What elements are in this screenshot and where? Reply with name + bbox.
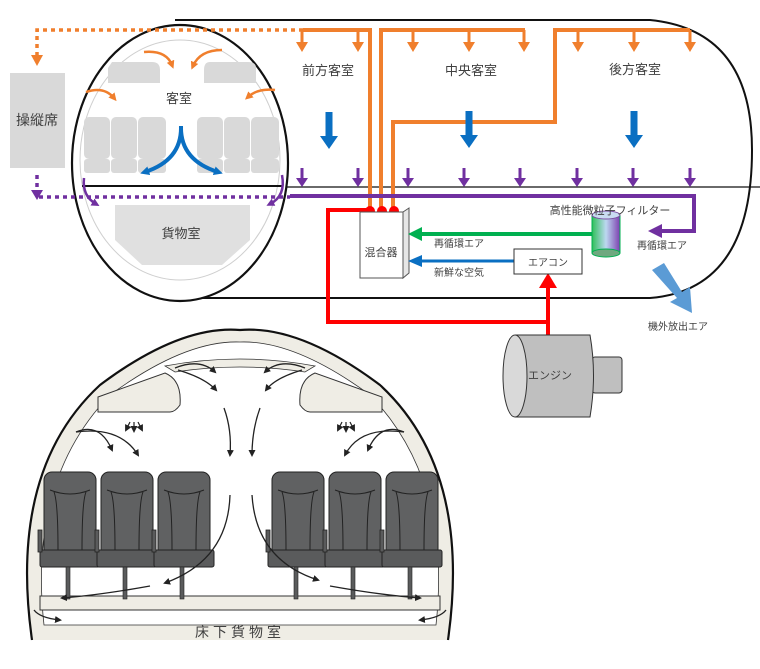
cockpit-label: 操縦席 [16, 113, 58, 129]
engine-label: エンジン [528, 369, 572, 382]
seats-left [84, 117, 166, 173]
fresh-air-label: 新鮮な空気 [434, 266, 484, 279]
purple-recirc-duct [290, 194, 696, 233]
cabin-label: 客室 [166, 91, 192, 107]
cabin-purple-flow-arrows [82, 174, 284, 206]
underfloor-cargo-label: 床下貨物室 [195, 624, 285, 641]
bottom-overhead-bin-left [97, 372, 181, 413]
floor-return-arrows [294, 166, 698, 189]
cargo-label: 貨物室 [161, 226, 200, 242]
recirc-air-label-left: 再循環エア [434, 237, 484, 250]
recirc-air-label-right: 再循環エア [637, 239, 687, 252]
mixer-box [359, 207, 410, 280]
overhead-bin-left [108, 62, 160, 83]
exhaust-arrow-icon [652, 263, 692, 313]
rear-cabin-label: 後方客室 [609, 62, 661, 78]
forward-cabin-label: 前方客室 [302, 63, 354, 79]
forward-cabin-supply-arrows [294, 28, 366, 54]
mixer-label: 混合器 [365, 245, 398, 259]
rear-cabin-supply-arrows [570, 28, 698, 54]
orange-dotted-supply-to-cockpit [35, 28, 303, 55]
cockpit-box [10, 73, 65, 168]
aircon-box [513, 248, 583, 275]
cabin-blue-flow-arrows [140, 125, 223, 176]
cargo-hold-shape [115, 205, 250, 265]
hepa-filter-icon [591, 210, 621, 258]
center-cabin-label: 中央客室 [445, 63, 497, 79]
engine-icon [502, 334, 623, 418]
hepa-filter-label: 高性能微粒子フィルター [550, 203, 671, 217]
center-cabin-supply-arrows [405, 28, 532, 54]
cabin-airflow-arrows [33, 363, 447, 623]
seats-right [197, 117, 279, 173]
exhaust-label: 機外放出エア [648, 320, 708, 333]
orange-supply-ducts [303, 28, 690, 210]
overhead-bin-right [204, 62, 256, 83]
cabin-orange-flow-arrows [85, 48, 276, 102]
vent-small-arrows [125, 421, 355, 433]
fuselage-outline [175, 19, 754, 299]
red-bleed-air-line [326, 208, 550, 340]
bottom-overhead-bin-right [299, 372, 383, 413]
aircon-label: エアコン [528, 258, 568, 269]
